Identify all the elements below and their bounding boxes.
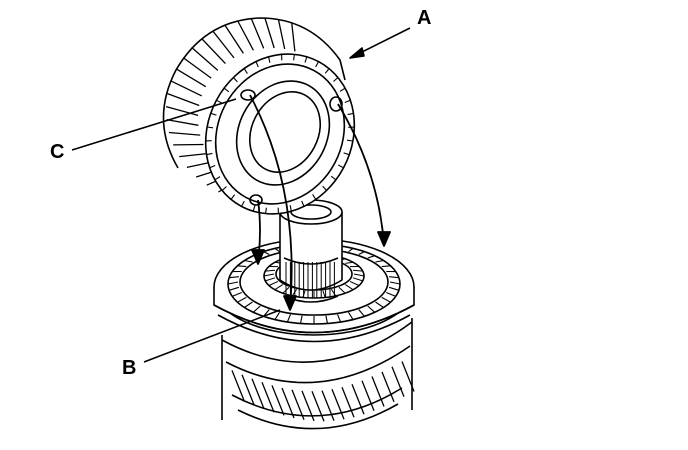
callout-label-a: A bbox=[417, 7, 431, 29]
shaft bbox=[279, 199, 343, 303]
callout-label-b: B bbox=[122, 357, 136, 379]
leader-lines bbox=[71, 27, 411, 363]
alignment-arrows bbox=[249, 94, 391, 311]
callout-label-c: C bbox=[50, 141, 64, 163]
upper-helical-gear bbox=[162, 17, 356, 215]
lower-helical-gear bbox=[221, 318, 415, 430]
